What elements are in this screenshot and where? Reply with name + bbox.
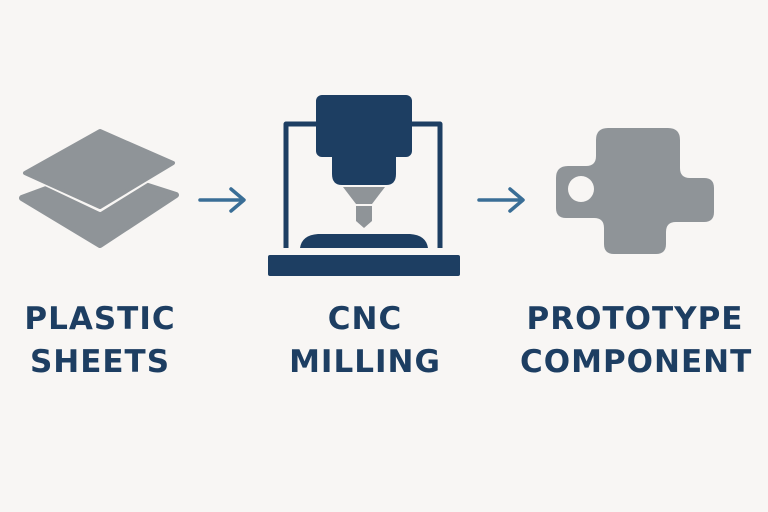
step-label-plastic-sheets: PLASTIC SHEETS <box>0 298 200 384</box>
step-label-line: COMPONENT <box>520 344 753 380</box>
step-label-line: MILLING <box>289 344 441 380</box>
step-label-cnc-milling: CNC MILLING <box>262 298 468 384</box>
step-label-line: PLASTIC <box>24 301 176 337</box>
step-label-line: SHEETS <box>29 344 171 380</box>
step-label-line: PROTOTYPE <box>526 301 744 337</box>
step-label-line: CNC <box>327 301 403 337</box>
step-label-prototype-component: PROTOTYPE COMPONENT <box>520 298 753 384</box>
